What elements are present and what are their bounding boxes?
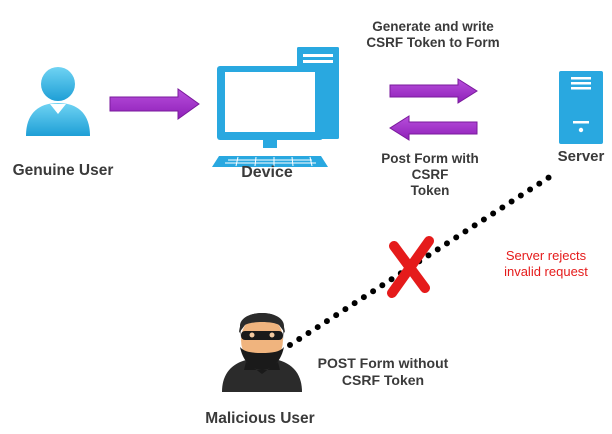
- generate-token-line-2: CSRF Token to Form: [366, 35, 500, 51]
- person-icon: [26, 67, 90, 136]
- device-label: Device: [241, 164, 293, 181]
- hacker-icon: [222, 313, 302, 392]
- malicious-user-label: Malicious User: [205, 410, 315, 427]
- server-label: Server: [557, 148, 605, 165]
- genuine-user-label: Genuine User: [12, 162, 114, 179]
- user-to-device-arrow: [109, 88, 200, 120]
- post-form-without-token-label: POST Form without CSRF Token: [311, 355, 455, 389]
- server-rejects-line-1: Server rejects: [505, 248, 587, 263]
- post-form-with-token-label: Post Form with CSRF Token: [375, 151, 485, 200]
- generate-token-line-1: Generate and write: [372, 19, 494, 34]
- post-form-line-1: Post Form with: [381, 151, 479, 166]
- server-rejects-line-2: invalid request: [504, 263, 588, 279]
- post-form-line-2: CSRF: [411, 167, 449, 183]
- server-tower-icon: [559, 71, 603, 144]
- red-x-icon: [387, 236, 434, 298]
- post-form-line-3: Token: [410, 183, 450, 199]
- attack-line-1: POST Form without: [317, 355, 449, 371]
- server-to-device-arrow: [389, 115, 478, 141]
- attack-line-2: CSRF Token: [341, 371, 425, 388]
- generate-token-label: Generate and write CSRF Token to Form: [356, 19, 510, 51]
- device-to-server-arrow: [389, 78, 478, 104]
- desktop-computer-icon: [212, 47, 339, 167]
- server-rejects-label: Server rejects invalid request: [494, 248, 598, 279]
